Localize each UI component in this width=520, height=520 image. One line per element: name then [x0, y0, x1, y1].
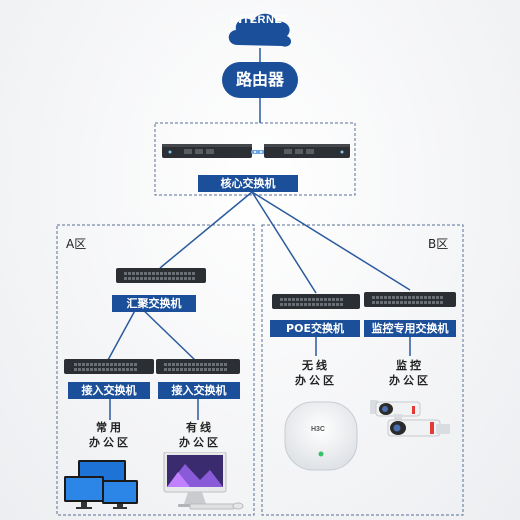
access-switch-right-label: 接入交换机 — [158, 382, 240, 399]
office-wireless-line2: 办公区 — [295, 374, 337, 387]
office-common-line1: 常用 — [96, 421, 124, 434]
office-monitor-line2: 办公区 — [389, 374, 431, 387]
router-node: 路由器 — [222, 62, 298, 98]
access-switch-left-label: 接入交换机 — [68, 382, 150, 399]
monitor-switch-label: 监控专用交换机 — [364, 320, 456, 337]
internet-label: INTERNET — [230, 14, 290, 26]
zone-a-title: A区 — [66, 237, 87, 251]
zone-b-title: B区 — [428, 237, 449, 251]
access-switch-right — [156, 359, 240, 374]
core-zone-box — [154, 122, 356, 196]
core-switch-label: 核心交换机 — [198, 175, 298, 192]
security-camera-icon — [370, 400, 450, 437]
core-link-icon — [251, 150, 265, 154]
office-wireless-line1: 无线 — [302, 359, 330, 372]
zone-a-box — [56, 224, 255, 516]
zone-b-box — [261, 224, 464, 516]
office-wireless-label: 无线 办公区 — [288, 358, 344, 388]
core-switch-right — [264, 144, 350, 158]
monitors-icon — [64, 460, 138, 509]
desktop-computer-icon — [163, 452, 244, 510]
aggregation-switch-label: 汇聚交换机 — [112, 295, 196, 312]
office-wired-line1: 有线 — [186, 421, 214, 434]
office-common-label: 常用 办公区 — [82, 420, 138, 450]
wireless-ap-icon — [284, 401, 358, 471]
monitor-switch — [364, 292, 456, 307]
cloud-icon — [228, 13, 292, 47]
poe-switch-label: POE交换机 — [270, 320, 360, 337]
office-wired-line2: 办公区 — [179, 436, 221, 449]
access-switch-left — [64, 359, 154, 374]
office-common-line2: 办公区 — [89, 436, 131, 449]
core-switch-left — [162, 144, 252, 158]
office-wired-label: 有线 办公区 — [172, 420, 228, 450]
poe-switch — [272, 294, 360, 309]
office-monitor-line1: 监控 — [396, 359, 424, 372]
aggregation-switch — [116, 268, 206, 283]
ap-brand-logo: H3C — [310, 426, 325, 433]
office-monitor-label: 监控 办公区 — [382, 358, 438, 388]
